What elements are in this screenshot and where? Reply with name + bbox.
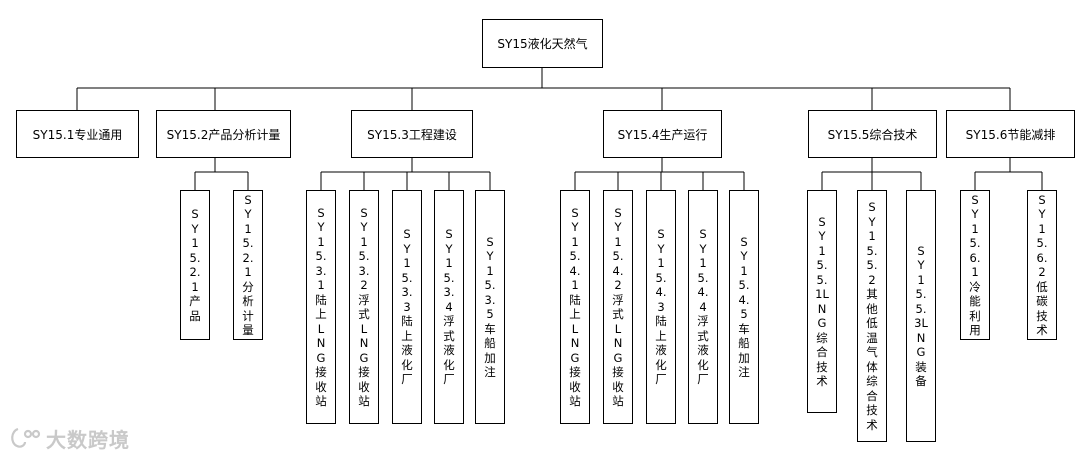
node-sy15-3-1: SY15.3.1陆上LNG接收站 bbox=[306, 190, 336, 424]
node-label: SY15.5综合技术 bbox=[827, 127, 918, 142]
node-label: SY15.5.1LNG综合技术 bbox=[815, 214, 829, 389]
node-label: SY15.4生产运行 bbox=[617, 127, 708, 142]
node-label: SY15.4.2浮式LNG接收站 bbox=[612, 205, 624, 409]
node-sy15-5: SY15.5综合技术 bbox=[808, 110, 937, 158]
watermark: 大数跨境 bbox=[8, 425, 130, 452]
node-sy15-4-5: SY15.4.5车船加注 bbox=[729, 190, 759, 424]
node-sy15-4-3: SY15.4.3陆上液化厂 bbox=[646, 190, 676, 424]
node-label: SY15.3工程建设 bbox=[367, 127, 457, 142]
node-sy15-2-1-product: SY15.2.1产品 bbox=[180, 190, 210, 340]
node-label: SY15.3.5车船加注 bbox=[484, 234, 496, 380]
node-sy15-3-2: SY15.3.2浮式LNG接收站 bbox=[349, 190, 379, 424]
node-sy15-5-3: SY15.5.3LNG装备 bbox=[906, 190, 936, 442]
node-label: SY15.2产品分析计量 bbox=[166, 127, 281, 142]
node-label: SY15.2.1产品 bbox=[189, 207, 201, 323]
root-node: SY15液化天然气 bbox=[482, 19, 603, 68]
node-sy15-4: SY15.4生产运行 bbox=[603, 110, 722, 158]
node-sy15-3-3: SY15.3.3陆上液化厂 bbox=[392, 190, 422, 424]
node-sy15-2-1-analysis: SY15.2.1分析计量 bbox=[233, 190, 263, 340]
node-sy15-4-1: SY15.4.1陆上LNG接收站 bbox=[560, 190, 590, 424]
node-label: SY15.3.3陆上液化厂 bbox=[401, 227, 413, 387]
node-label: SY15.6节能减排 bbox=[965, 127, 1056, 142]
node-label: SY15.6.1冷能利用 bbox=[969, 192, 981, 338]
node-label: SY15.3.1陆上LNG接收站 bbox=[315, 205, 327, 409]
node-label: SY15.3.2浮式LNG接收站 bbox=[358, 205, 370, 409]
node-label: SY15.1专业通用 bbox=[32, 127, 123, 142]
node-sy15-3-4: SY15.3.4浮式液化厂 bbox=[434, 190, 464, 424]
brand-logo-icon bbox=[11, 427, 41, 448]
node-label: SY15.4.1陆上LNG接收站 bbox=[569, 205, 581, 409]
watermark-text: 大数跨境 bbox=[46, 427, 130, 452]
node-sy15-4-4: SY15.4.4浮式液化厂 bbox=[688, 190, 718, 424]
node-label: SY15.3.4浮式液化厂 bbox=[443, 227, 455, 387]
node-label: SY15.4.4浮式液化厂 bbox=[697, 227, 709, 387]
node-label: SY15.2.1分析计量 bbox=[242, 192, 254, 338]
root-node-label: SY15液化天然气 bbox=[497, 37, 588, 51]
node-label: SY15.4.5车船加注 bbox=[738, 234, 750, 380]
node-sy15-6-1: SY15.6.1冷能利用 bbox=[960, 190, 990, 340]
node-label: SY15.5.3LNG装备 bbox=[914, 243, 928, 389]
node-sy15-6: SY15.6节能减排 bbox=[946, 110, 1075, 158]
node-sy15-3: SY15.3工程建设 bbox=[351, 110, 473, 158]
node-label: SY15.4.3陆上液化厂 bbox=[655, 227, 667, 387]
node-sy15-5-2: SY15.5.2其他低温气体综合技术 bbox=[857, 190, 887, 442]
node-sy15-1: SY15.1专业通用 bbox=[16, 110, 139, 158]
node-sy15-5-1: SY15.5.1LNG综合技术 bbox=[807, 190, 837, 413]
node-sy15-3-5: SY15.3.5车船加注 bbox=[475, 190, 505, 424]
node-label: SY15.5.2其他低温气体综合技术 bbox=[866, 200, 878, 432]
node-sy15-4-2: SY15.4.2浮式LNG接收站 bbox=[603, 190, 633, 424]
node-sy15-2: SY15.2产品分析计量 bbox=[156, 110, 291, 158]
node-sy15-6-2: SY15.6.2低碳技术 bbox=[1027, 190, 1057, 340]
node-label: SY15.6.2低碳技术 bbox=[1036, 192, 1048, 338]
